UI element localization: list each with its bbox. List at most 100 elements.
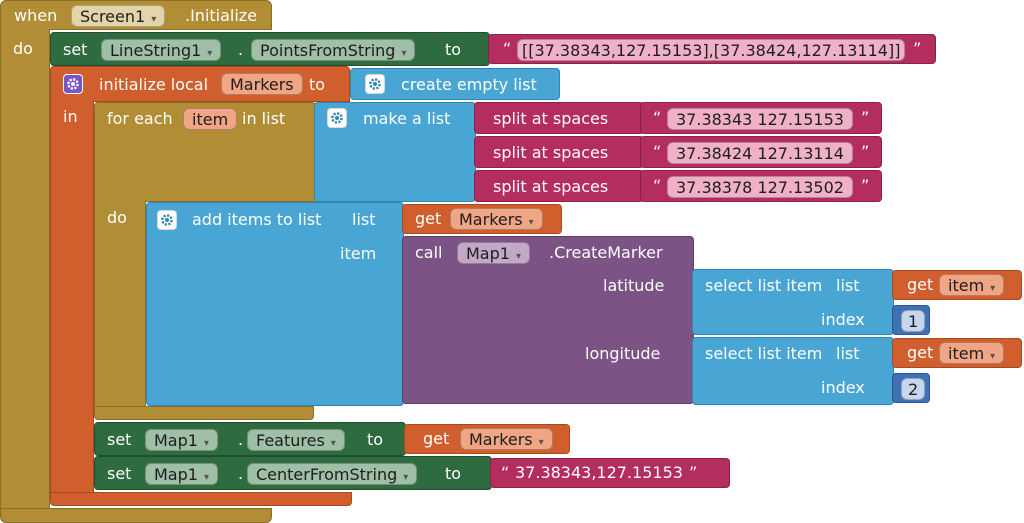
- property-dropdown-features[interactable]: Features ▾: [247, 429, 345, 451]
- split-at-spaces-label: split at spaces: [493, 177, 609, 196]
- variable-dropdown-markers[interactable]: Markers▾: [450, 208, 543, 230]
- do-label: do: [13, 39, 33, 58]
- variable-dropdown-item[interactable]: item▾: [939, 274, 1005, 296]
- loop-variable-name-field[interactable]: item: [183, 108, 238, 130]
- dropdown-arrow-icon: ▾: [203, 438, 209, 449]
- split-at-spaces-label: split at spaces: [493, 143, 609, 162]
- for-each-rail: [94, 200, 146, 410]
- points-text-block[interactable]: “ [[37.38343,127.15153],[37.38424,127.13…: [488, 34, 936, 64]
- initialize-local-label: initialize local: [99, 75, 209, 94]
- component-name: Map1: [154, 431, 198, 450]
- quote-open: “: [653, 142, 662, 161]
- component-dropdown-screen1[interactable]: Screen1 ▾: [71, 5, 166, 27]
- initialize-local-bottom-bar: [50, 492, 352, 506]
- set-label: set: [63, 40, 88, 59]
- get-label: get: [423, 429, 450, 448]
- coordinate-text-block-3[interactable]: “ 37.38378 127.13502 ”: [640, 170, 882, 202]
- get-item-block-latitude[interactable]: get item▾: [892, 270, 1022, 300]
- coordinate-text-block-1[interactable]: “ 37.38343 127.15153 ”: [640, 102, 882, 134]
- variable-dropdown-markers[interactable]: Markers▾: [460, 428, 553, 450]
- property-name: CenterFromString: [256, 465, 398, 484]
- get-item-block-longitude[interactable]: get item▾: [892, 338, 1022, 368]
- item-socket-label: item: [340, 244, 377, 263]
- gear-icon[interactable]: [365, 74, 385, 94]
- coordinate-text-value-2[interactable]: 37.38424 127.13114: [667, 142, 853, 164]
- event-bottom-bar: [0, 508, 272, 523]
- component-name: Map1: [154, 465, 198, 484]
- number-field[interactable]: 1: [901, 310, 926, 332]
- set-points-from-string-block[interactable]: set LineString1▾ . PointsFromString▾ to: [50, 32, 490, 66]
- coordinate-text-block-2[interactable]: “ 37.38424 127.13114 ”: [640, 136, 882, 168]
- dropdown-arrow-icon: ▾: [528, 217, 534, 228]
- component-dropdown-map1[interactable]: Map1▾: [145, 463, 218, 485]
- for-each-item-block[interactable]: for each item in list: [94, 102, 316, 202]
- screen-initialize-event-block[interactable]: when Screen1▾ .Initialize: [0, 0, 272, 30]
- quote-open: “: [653, 108, 662, 127]
- dropdown-arrow-icon: ▾: [403, 472, 409, 483]
- to-label: to: [445, 40, 462, 59]
- set-label: set: [107, 464, 132, 483]
- set-label: set: [107, 430, 132, 449]
- create-marker-call-block[interactable]: call Map1▾ .CreateMarker latitude longit…: [402, 236, 694, 404]
- number-field[interactable]: 2: [901, 378, 926, 400]
- index-socket-label: index: [821, 310, 865, 329]
- for-each-bottom-bar: [94, 406, 314, 420]
- variable-dropdown-item[interactable]: item▾: [939, 342, 1005, 364]
- quote-open: “: [503, 39, 512, 58]
- component-name: Screen1: [80, 7, 146, 26]
- initialize-local-rail: [50, 101, 94, 493]
- get-markers-block[interactable]: get Markers▾: [402, 204, 562, 234]
- make-a-list-block[interactable]: make a list: [314, 102, 476, 202]
- dropdown-arrow-icon: ▾: [151, 14, 157, 25]
- set-center-from-string-block[interactable]: set Map1▾ . CenterFromString ▾ to: [94, 456, 492, 490]
- to-label: to: [445, 464, 462, 483]
- get-label: get: [907, 275, 934, 294]
- in-label: in: [63, 107, 78, 126]
- quote-close: ”: [861, 176, 870, 195]
- to-label: to: [367, 430, 384, 449]
- add-items-to-list-block[interactable]: add items to list list item: [146, 202, 404, 406]
- center-text-block[interactable]: “ 37.38343,127.15153 ”: [490, 458, 730, 488]
- gear-icon[interactable]: [157, 210, 177, 230]
- split-at-spaces-block-2[interactable]: split at spaces: [474, 136, 644, 168]
- create-marker-method-label: .CreateMarker: [549, 243, 663, 262]
- create-empty-list-label: create empty list: [401, 75, 537, 94]
- split-at-spaces-block-3[interactable]: split at spaces: [474, 170, 644, 202]
- property-name: PointsFromString: [260, 41, 396, 60]
- get-markers-block-features[interactable]: get Markers▾: [404, 424, 570, 454]
- component-dropdown-linestring1[interactable]: LineString1▾: [101, 39, 222, 61]
- set-features-block[interactable]: set Map1▾ . Features▾ to: [94, 422, 406, 456]
- select-list-item-latitude-block[interactable]: select list item list index: [692, 269, 894, 335]
- points-text-value[interactable]: [[37.38343,127.15153],[37.38424,127.1311…: [517, 39, 906, 61]
- coordinate-text-value-3[interactable]: 37.38378 127.13502: [667, 176, 853, 198]
- number-block-index-2[interactable]: 2: [892, 373, 930, 403]
- quote-close: ”: [689, 463, 698, 482]
- gear-icon[interactable]: [327, 108, 347, 128]
- split-at-spaces-block-1[interactable]: split at spaces: [474, 102, 644, 134]
- make-a-list-label: make a list: [363, 109, 451, 128]
- dropdown-arrow-icon: ▾: [330, 438, 336, 449]
- property-dropdown-centerfromstring[interactable]: CenterFromString ▾: [247, 463, 418, 485]
- variable-name: item: [948, 344, 985, 363]
- create-empty-list-block[interactable]: create empty list: [350, 68, 560, 100]
- coordinate-text-value-1[interactable]: 37.38343 127.15153: [667, 108, 853, 130]
- dot-label: .: [238, 464, 244, 483]
- quote-open: “: [501, 463, 510, 482]
- local-variable-name-field[interactable]: Markers: [221, 73, 303, 95]
- property-dropdown-pointsfromstring[interactable]: PointsFromString ▾: [251, 39, 416, 61]
- index-socket-label: index: [821, 378, 865, 397]
- property-name: Features: [256, 431, 325, 450]
- select-list-item-longitude-block[interactable]: select list item list index: [692, 337, 894, 405]
- center-text-value[interactable]: 37.38343,127.15153: [515, 463, 683, 482]
- component-dropdown-map1[interactable]: Map1▾: [457, 242, 530, 264]
- initialize-local-block[interactable]: initialize local Markers to: [50, 66, 350, 102]
- component-dropdown-map1[interactable]: Map1 ▾: [145, 429, 218, 451]
- split-at-spaces-label: split at spaces: [493, 109, 609, 128]
- gear-icon[interactable]: [63, 74, 83, 94]
- dropdown-arrow-icon: ▾: [401, 48, 407, 59]
- number-block-index-1[interactable]: 1: [892, 305, 930, 335]
- when-label: when: [14, 6, 58, 25]
- list-socket-label: list: [352, 210, 376, 229]
- list-socket-label: list: [836, 276, 860, 295]
- quote-close: ”: [861, 108, 870, 127]
